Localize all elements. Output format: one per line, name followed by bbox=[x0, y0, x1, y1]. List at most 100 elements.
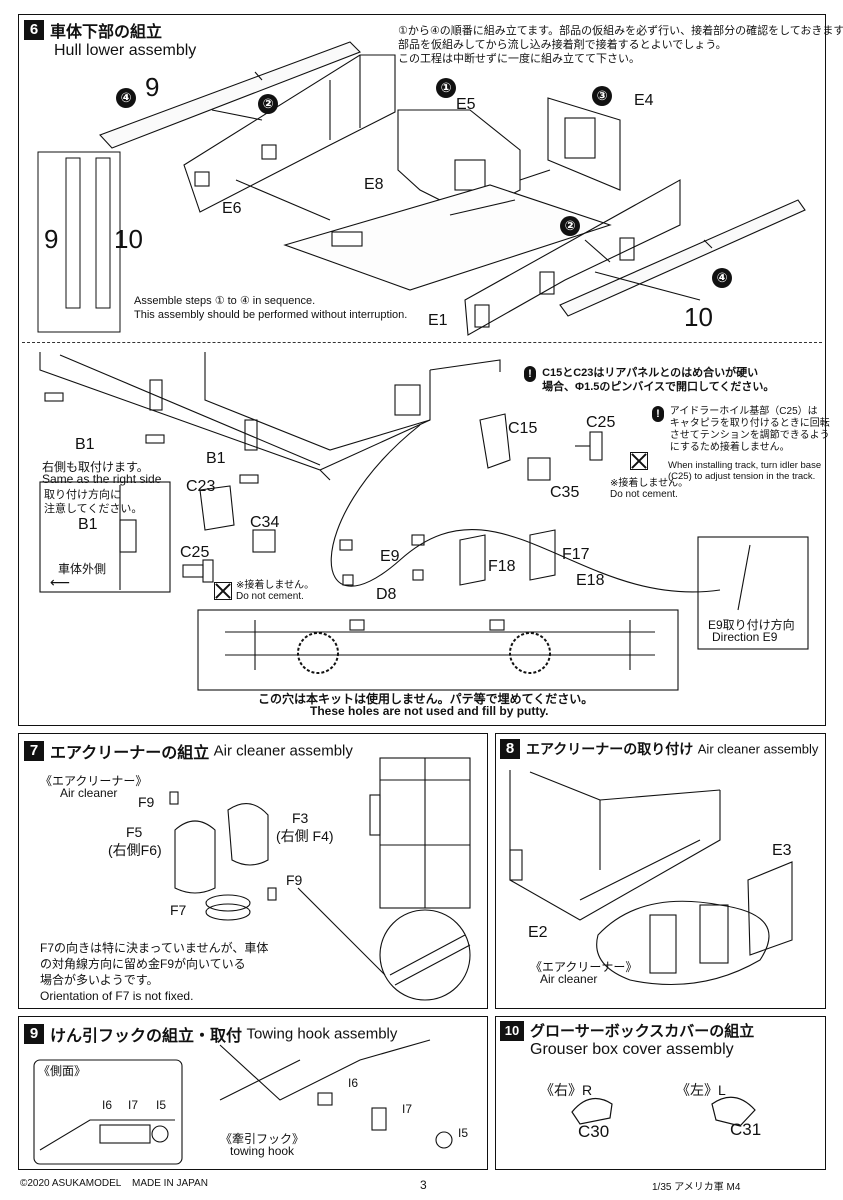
part-c15-label: C15 bbox=[508, 420, 538, 437]
step7-title-jp: エアクリーナーの組立 bbox=[50, 745, 210, 762]
footer-title: 1/35 アメリカ軍 M4 bbox=[652, 1182, 741, 1193]
detail-b1-label: B1 bbox=[78, 516, 98, 533]
order-2b-icon: ② bbox=[560, 216, 580, 236]
side-i5-label: I5 bbox=[156, 1098, 167, 1112]
step6-divider bbox=[22, 342, 822, 343]
step6-header: 6 車体下部の組立 Hull lower assembly bbox=[24, 18, 196, 60]
step10-title-en: Grouser box cover assembly bbox=[530, 1041, 734, 1058]
step7-number: 7 bbox=[24, 741, 44, 761]
sprue-10-label: 10 bbox=[114, 224, 143, 254]
warning-icon-2: ! bbox=[652, 406, 664, 422]
step8-panel bbox=[495, 733, 826, 1009]
hole-warning-note: ! C15とC23はリアパネルとのはめ合いが硬い場合、Φ1.5のピンバイスで開口… bbox=[524, 366, 774, 394]
step7-sub-jp: 《エアクリーナー》 bbox=[40, 774, 148, 788]
e9-dir-en: Direction E9 bbox=[712, 630, 778, 644]
step7-note: F7の向きは特に決まっていませんが、車体 の対角線方向に留め金F9が向いている … bbox=[40, 941, 269, 1003]
footer-made-in: MADE IN JAPAN bbox=[132, 1178, 208, 1189]
part-d8-label: D8 bbox=[376, 586, 397, 603]
step8-sub-en: Air cleaner bbox=[540, 972, 598, 986]
step6-number: 6 bbox=[24, 20, 44, 40]
f4-label: (右側 F4) bbox=[276, 828, 334, 844]
step7-panel bbox=[18, 733, 488, 1009]
order-3-icon: ③ bbox=[592, 86, 612, 106]
i7-label: I7 bbox=[402, 1102, 413, 1116]
right-side-jp: 右側も取付けます。 bbox=[42, 460, 149, 474]
part-b1-label-b: B1 bbox=[206, 450, 226, 467]
step10-panel bbox=[495, 1016, 826, 1170]
putty-note-en: These holes are not used and fill by put… bbox=[310, 704, 549, 718]
hook-en: towing hook bbox=[230, 1144, 295, 1158]
i6-label: I6 bbox=[348, 1076, 359, 1090]
footer-page: 3 bbox=[420, 1178, 427, 1192]
part-e18-label: E18 bbox=[576, 572, 605, 589]
step7-header: 7 エアクリーナーの組立 Air cleaner assembly bbox=[24, 739, 353, 763]
part-e5-label: E5 bbox=[456, 96, 476, 113]
i5-label: I5 bbox=[458, 1126, 469, 1140]
part-e8-label: E8 bbox=[364, 176, 384, 193]
step6-panel bbox=[18, 14, 826, 726]
step6-title-jp: 車体下部の組立 bbox=[50, 24, 163, 41]
step8-number: 8 bbox=[500, 739, 520, 759]
part-c30-label: C30 bbox=[578, 1122, 610, 1141]
side-i6-label: I6 bbox=[102, 1098, 113, 1112]
order-2-icon: ② bbox=[258, 94, 278, 114]
part-e1-label: E1 bbox=[428, 312, 448, 329]
idler-note-en: When installing track, turn idler base (… bbox=[668, 460, 822, 482]
no-cement-icon bbox=[630, 452, 648, 470]
f3-label: F3 bbox=[292, 810, 309, 826]
order-4b-icon: ④ bbox=[712, 268, 732, 288]
part-b1-label-a: B1 bbox=[75, 436, 95, 453]
step6-note-jp: ①から④の順番に組み立てます。部品の仮組みを必ず行い、接着部分の確認をしておきま… bbox=[398, 25, 843, 65]
no-cement-note-r: ※接着しません。 Do not cement. bbox=[610, 478, 689, 500]
right-r-label: 《右》R bbox=[540, 1082, 593, 1098]
step10-title-jp: グローサーボックスカバーの組立 bbox=[530, 1023, 755, 1040]
step8-sub-jp: 《エアクリーナー》 bbox=[530, 960, 638, 974]
no-cement-icon-2 bbox=[214, 582, 232, 600]
part-e4-label: E4 bbox=[634, 92, 654, 109]
part-c35-label: C35 bbox=[550, 484, 580, 501]
f5-label: F5 bbox=[126, 824, 143, 840]
part-f18-label: F18 bbox=[488, 558, 516, 575]
step6-title-en: Hull lower assembly bbox=[54, 42, 197, 59]
order-4-icon: ④ bbox=[116, 88, 136, 108]
part-c31-label: C31 bbox=[730, 1120, 762, 1139]
step9-number: 9 bbox=[24, 1024, 44, 1044]
f6-label: (右側F6) bbox=[108, 842, 162, 858]
idler-note: ! アイドラーホイル基部（C25）は キャタピラを取り付けるときに回転 させてテ… bbox=[652, 406, 830, 454]
hull-outside-label: 車体外側 bbox=[58, 562, 107, 576]
part-c25-left-label: C25 bbox=[180, 544, 210, 561]
f9-label-a: F9 bbox=[138, 794, 155, 810]
sprue-9-label: 9 bbox=[44, 224, 59, 254]
right-side-en: Same as the right side bbox=[42, 472, 162, 486]
step9-title-jp: けん引フックの組立・取付 bbox=[50, 1028, 243, 1045]
part-9-label: 9 bbox=[145, 72, 160, 102]
mount-dir-note: 取り付け方向に 注意してください。 bbox=[44, 489, 143, 515]
part-c34-label: C34 bbox=[250, 514, 280, 531]
part-10-label: 10 bbox=[684, 302, 713, 332]
side-i7-label: I7 bbox=[128, 1098, 139, 1112]
f7-label: F7 bbox=[170, 902, 187, 918]
step9-header: 9 けん引フックの組立・取付 Towing hook assembly bbox=[24, 1022, 397, 1046]
step7-sub-en: Air cleaner bbox=[60, 786, 118, 800]
hull-outside-arrow: ⟵ bbox=[50, 574, 71, 590]
warning-icon: ! bbox=[524, 366, 536, 382]
part-e2-label: E2 bbox=[528, 924, 548, 941]
step9-title-en: Towing hook assembly bbox=[246, 1025, 398, 1043]
step6-note-en: Assemble steps ① to ④ in sequence. This … bbox=[134, 295, 408, 321]
step7-title-en: Air cleaner assembly bbox=[213, 742, 353, 760]
footer-copyright: ©2020 ASUKAMODEL bbox=[20, 1178, 122, 1189]
part-e3-label: E3 bbox=[772, 842, 792, 859]
putty-note-jp: この穴は本キットは使用しません。パテ等で埋めてください。 bbox=[258, 692, 594, 706]
f9-label-b: F9 bbox=[286, 872, 303, 888]
part-e6-label: E6 bbox=[222, 200, 242, 217]
e9-dir-jp: E9取り付け方向 bbox=[708, 618, 795, 632]
step8-title-en: Air cleaner assembly bbox=[697, 741, 819, 757]
hook-jp: 《牽引フック》 bbox=[220, 1132, 305, 1146]
part-f17-label: F17 bbox=[562, 546, 590, 563]
part-c23-label: C23 bbox=[186, 478, 216, 495]
step9-panel bbox=[18, 1016, 488, 1170]
order-1-icon: ① bbox=[436, 78, 456, 98]
step9-side-label: 《側面》 bbox=[38, 1064, 87, 1078]
